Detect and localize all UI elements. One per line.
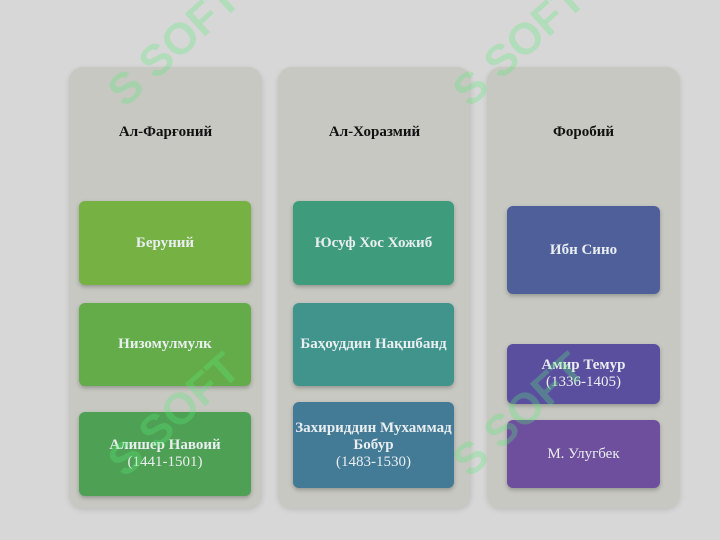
- person-name: Низомулмулк: [118, 336, 212, 352]
- column-al-fargoni: Ал-Фарғоний Беруний Низомулмулк Алишер Н…: [69, 67, 262, 508]
- person-years: (1336-1405): [546, 374, 621, 390]
- box-alisher-navoi: Алишер Навоий (1441-1501): [79, 412, 251, 496]
- person-name: Амир Темур: [541, 357, 626, 373]
- box-amir-temur: Амир Темур (1336-1405): [507, 344, 660, 404]
- box-nizomulmulk: Низомулмулк: [79, 303, 251, 386]
- column-al-khorazmi: Ал-Хоразмий Юсуф Хос Хожиб Баҳоуддин Нақ…: [278, 67, 471, 508]
- box-beruni: Беруний: [79, 201, 251, 285]
- person-name: Алишер Навоий: [109, 437, 221, 453]
- person-name: Захириддин Мухаммад Бобур: [295, 419, 452, 453]
- box-ibn-sino: Ибн Сино: [507, 206, 660, 294]
- person-name: Ибн Сино: [549, 241, 618, 258]
- column-title: Ал-Хоразмий: [328, 124, 421, 140]
- column-title: Ал-Фарғоний: [118, 124, 213, 140]
- person-years: (1441-1501): [127, 454, 203, 470]
- box-yusuf-khos-khojib: Юсуф Хос Хожиб: [293, 201, 454, 285]
- person-name: Беруний: [135, 234, 195, 251]
- box-m-ulugbek: М. Улугбек: [507, 420, 660, 488]
- column-title: Форобий: [552, 124, 614, 140]
- person-years: (1483-1530): [336, 453, 411, 470]
- person-name: Юсуф Хос Хожиб: [314, 234, 433, 251]
- column-forobi: Форобий Ибн Сино Амир Темур (1336-1405) …: [487, 67, 680, 508]
- box-bahouddin-naqshband: Баҳоуддин Нақшбанд: [293, 303, 454, 386]
- person-name: Баҳоуддин Нақшбанд: [300, 336, 447, 352]
- person-name: М. Улугбек: [547, 445, 620, 462]
- box-zahiriddin-bobur: Захириддин Мухаммад Бобур (1483-1530): [293, 402, 454, 488]
